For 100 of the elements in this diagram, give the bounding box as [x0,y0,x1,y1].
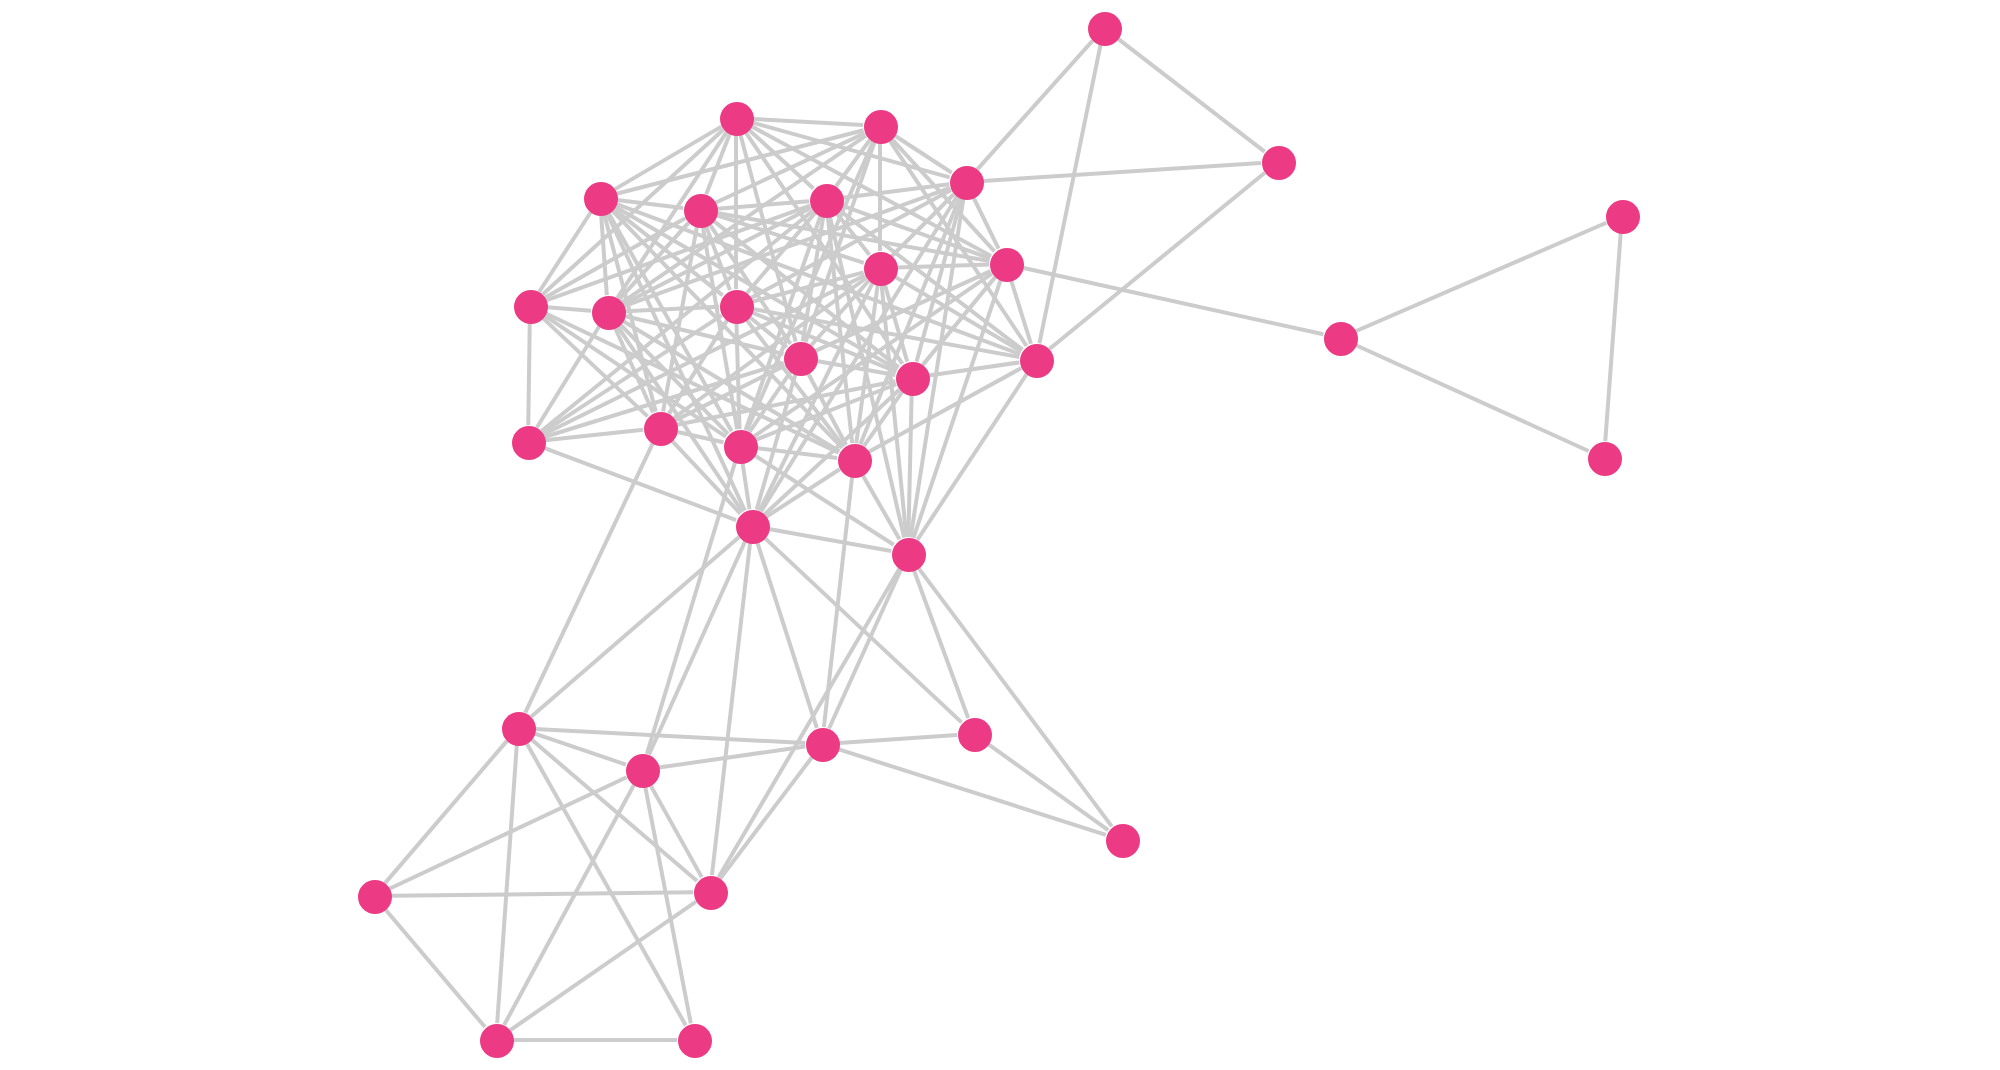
edge-line [743,130,905,366]
graph-node [1019,343,1053,377]
graph-node [891,537,925,571]
edge-line [667,319,729,415]
edge-line [1116,36,1266,154]
edge-line [738,133,798,343]
edge-line [740,462,752,510]
edge-line [704,133,732,195]
edge-line [975,39,1095,171]
edge-line [906,394,914,538]
graph-node [583,181,617,215]
edge-line [661,226,699,412]
edge-line [612,207,724,297]
edge-line [816,359,896,377]
edge-line [834,138,872,188]
graph-node [511,425,545,459]
edge-line [643,786,693,1024]
edge-line [513,1038,677,1042]
graph-node [989,247,1023,281]
edge-line [672,276,868,420]
edge-line [803,141,877,343]
edge-line [676,429,724,445]
edge-line [763,536,963,724]
edge-line [616,198,684,210]
edge-line [750,310,898,374]
edge-line [541,128,725,296]
edge-line [535,325,601,429]
edge-line [533,731,627,767]
edge-line [882,283,910,363]
graph-node [723,429,757,463]
edge-line [763,388,901,516]
edge-line [648,783,704,879]
edge-line [890,137,996,253]
graph-node [1587,441,1621,475]
edge-line [529,737,699,883]
edge-line [526,322,532,426]
edge-line [1354,343,1590,453]
edge-line [383,907,487,1029]
edge-line [715,213,865,265]
edge-line [622,206,812,306]
edge-line [751,120,951,180]
edge-line [620,133,868,305]
edge-line [537,211,593,293]
edge-line [716,211,990,263]
edge-line [539,209,815,433]
edge-line [768,527,892,553]
edge-line [734,322,742,430]
edge-line [542,273,866,437]
edge-line [615,128,865,196]
edge-line [541,316,649,418]
edge-line [841,203,991,261]
edge-line [756,446,838,460]
edge-line [755,541,819,729]
edge-line [809,279,871,347]
graph-node [501,711,535,745]
edge-line [915,373,1029,541]
edge-line [524,741,688,1027]
edge-line [911,279,1003,539]
edge-line [613,204,899,372]
edge-line [718,756,814,880]
edge-line [890,192,956,258]
edge-line [842,182,950,200]
edge-line [878,143,882,251]
edge-line [747,315,789,349]
edge-line [759,195,959,513]
graph-node [719,101,753,135]
edge-line [712,219,900,369]
edge-line [647,540,747,756]
edge-line [821,476,855,728]
edge-line [670,439,742,515]
edge-line [623,185,951,309]
edge-line [896,262,990,270]
graph-node [1087,11,1121,45]
edge-line [827,216,907,538]
graph-node [1261,145,1295,179]
graph-node [1105,823,1139,857]
graph-node [809,183,843,217]
edge-line [982,161,1262,183]
edge-line [615,131,729,299]
edge-line [704,225,732,291]
edge-line [814,269,992,353]
edge-line [862,390,904,448]
edge-line [613,124,723,192]
edge-line [854,284,880,444]
graph-node [683,193,717,227]
edge-line [752,271,994,439]
edge-line [921,275,997,367]
edge-line [744,318,846,448]
edge-line [908,198,966,538]
edge-line [716,567,902,879]
edge-line [858,197,962,445]
edge-line [543,446,737,522]
edge-line [495,744,519,1024]
edge-line [753,453,895,547]
edge-line [800,216,826,342]
graph-node [591,295,625,329]
edge-line [806,372,848,446]
edge-line [893,133,953,175]
graph-node [643,411,677,445]
edge-line [747,370,793,434]
